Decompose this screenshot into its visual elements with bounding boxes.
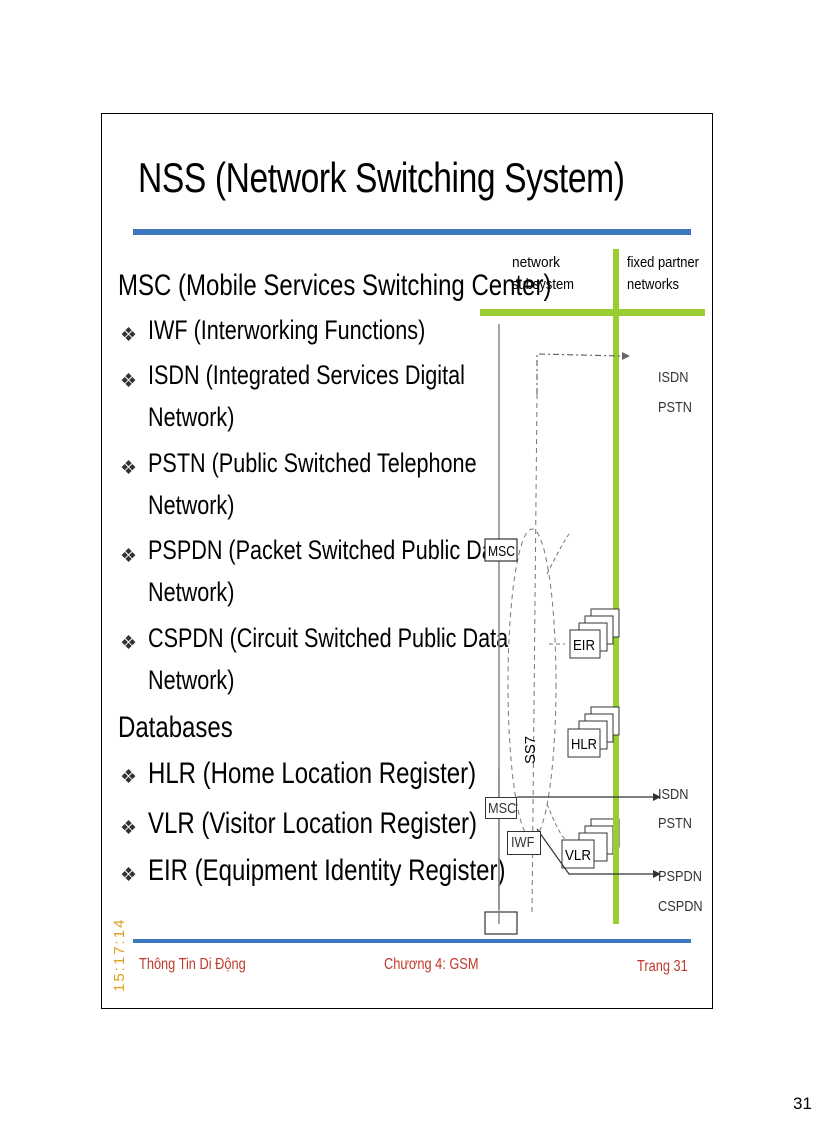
hlr-stack: HLR	[567, 706, 620, 758]
pstn-bottom-label: PSTN	[658, 815, 693, 832]
msc-bottom-box	[484, 911, 518, 935]
bullet-glyph: ❖	[120, 371, 138, 392]
col-network-label-1: network	[512, 254, 560, 271]
bullet-glyph: ❖	[120, 818, 138, 839]
bullet-glyph: ❖	[120, 458, 138, 479]
slide-title: NSS (Network Switching System)	[138, 154, 625, 201]
ss7-ellipse	[507, 528, 557, 840]
iwf-data-link	[536, 828, 653, 875]
col-fixed-label-1: fixed partner	[627, 254, 699, 271]
pspdn-label: PSPDN	[658, 868, 702, 885]
footer-course: Thông Tin Di Động	[139, 956, 246, 973]
gsm-nss-diagram-lower	[498, 769, 661, 924]
msc-bullet-5-cont: Network)	[148, 665, 235, 695]
db-bullet-eir: EIR (Equipment Identity Register)	[148, 854, 506, 887]
heading-msc: MSC (Mobile Services Switching Center)	[118, 269, 552, 302]
col-network-label-2: subsystem	[512, 276, 574, 293]
msc-bullet-4: PSPDN (Packet Switched Public Data	[148, 535, 512, 565]
isdn-top-label: ISDN	[658, 369, 689, 386]
footer-chapter: Chương 4: GSM	[384, 956, 479, 973]
msc-bullet-5: CSPDN (Circuit Switched Public Data	[148, 623, 509, 653]
cspdn-label: CSPDN	[658, 898, 703, 915]
msc-bottom-label: MSC	[488, 800, 517, 817]
db-bullet-hlr: HLR (Home Location Register)	[148, 757, 477, 790]
db-bullet-vlr: VLR (Visitor Location Register)	[148, 807, 478, 840]
title-rule	[133, 229, 691, 235]
msc-bullet-1: IWF (Interworking Functions)	[148, 315, 426, 345]
bullet-glyph: ❖	[120, 767, 138, 788]
ss7-label: SS7	[522, 736, 539, 764]
msc-bottom-box-2	[485, 797, 517, 819]
page-number: 31	[793, 1094, 812, 1113]
iwf-label: IWF	[511, 834, 535, 851]
col-fixed-label-2: networks	[627, 276, 679, 293]
eir-label: EIR	[573, 637, 595, 654]
iwf-box	[507, 831, 541, 855]
vlr-label: VLR	[565, 847, 591, 864]
green-vertical-bar	[613, 249, 619, 919]
bullet-glyph: ❖	[120, 325, 138, 346]
pstn-top-label: PSTN	[658, 399, 693, 416]
bullet-glyph: ❖	[120, 546, 138, 567]
footer-rule	[133, 939, 691, 943]
slide: NSS (Network Switching System) MSC (Mobi…	[101, 113, 713, 1009]
msc-bullet-2-cont: Network)	[148, 402, 235, 432]
msc-bullet-3-cont: Network)	[148, 490, 235, 520]
footer-page: Trang 31	[637, 958, 688, 975]
green-horizontal-bar	[480, 309, 705, 316]
msc-bullet-4-cont: Network)	[148, 577, 235, 607]
timestamp: 15:17:14	[111, 917, 128, 992]
eir-stack: EIR	[569, 608, 620, 659]
hlr-label: HLR	[571, 736, 597, 753]
heading-databases: Databases	[118, 711, 233, 744]
msc-bullet-3: PSTN (Public Switched Telephone	[148, 448, 477, 478]
isdn-bottom-label: ISDN	[658, 786, 689, 803]
bullet-glyph: ❖	[120, 865, 138, 886]
msc-top-box	[484, 538, 518, 562]
bullet-glyph: ❖	[120, 633, 138, 654]
msc-top-label: MSC	[488, 543, 515, 560]
dashed-trunk	[531, 393, 538, 915]
signal-link-top	[536, 353, 623, 394]
msc-bullet-2: ISDN (Integrated Services Digital	[148, 360, 465, 390]
